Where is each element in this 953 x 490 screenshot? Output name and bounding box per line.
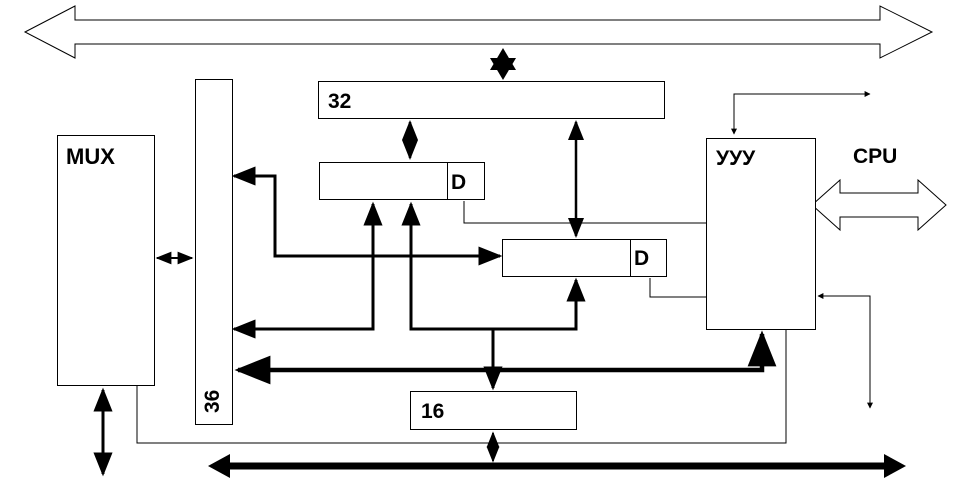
control-right-output xyxy=(817,293,873,409)
reg32-label: 32 xyxy=(328,90,352,113)
mux-block xyxy=(57,135,155,386)
control-unit-label: УУУ xyxy=(716,147,756,170)
d1-control-line xyxy=(463,201,706,224)
cpu-label: CPU xyxy=(853,145,898,168)
d2-control-line xyxy=(649,278,706,298)
reg36-label: 36 xyxy=(201,389,224,413)
control-r36-path xyxy=(234,330,777,385)
mux-label: MUX xyxy=(66,144,115,169)
control-top-output xyxy=(731,91,871,135)
dreg1-r36-path xyxy=(231,201,383,339)
mux-control-line xyxy=(136,330,787,444)
reg32-block xyxy=(318,81,665,119)
six-point-star-icon xyxy=(490,48,516,80)
dreg1-d-cell xyxy=(447,162,485,200)
dreg2-d-cell xyxy=(630,239,667,277)
d-lower-label: D xyxy=(634,247,650,270)
control-unit-block xyxy=(706,138,816,330)
reg16-block xyxy=(410,391,577,430)
reg16-label: 16 xyxy=(421,400,445,423)
top-system-bus xyxy=(23,5,934,59)
bottom-data-bus xyxy=(208,454,906,478)
d-upper-label: D xyxy=(451,171,467,194)
reg36-block xyxy=(195,79,233,425)
cpu-bus-arrow xyxy=(811,178,947,232)
